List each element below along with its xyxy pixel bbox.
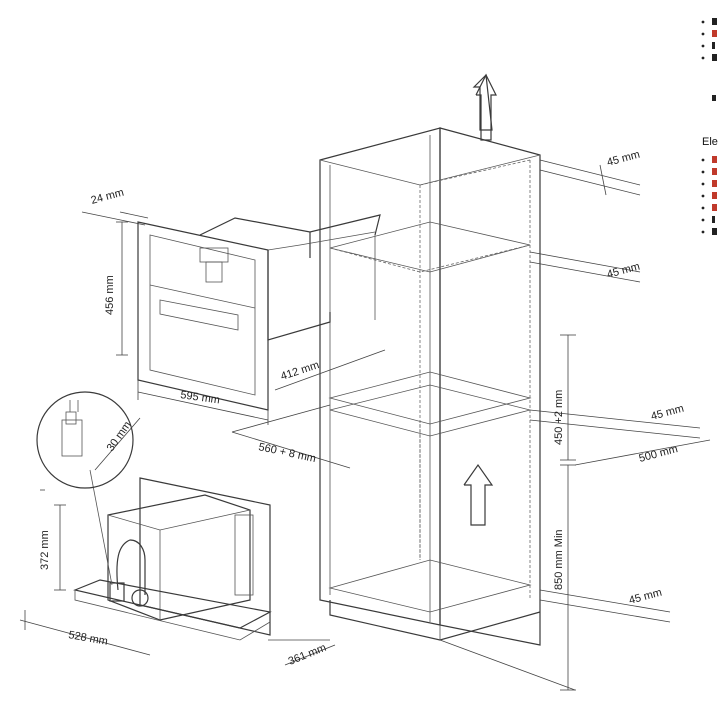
coffee-machine-rear bbox=[72, 469, 272, 641]
dim-label-456: 456 mm bbox=[104, 275, 116, 315]
machine-front-panel bbox=[137, 221, 269, 411]
side-bullets-electrical bbox=[701, 156, 717, 235]
dim-lines-cabinet bbox=[231, 159, 711, 691]
dim-label-850: 850 mm Min bbox=[553, 529, 565, 590]
cabinet-side bbox=[439, 127, 541, 646]
tall-cabinet bbox=[319, 127, 541, 646]
dim-label-24: 24 mm bbox=[90, 187, 126, 207]
dim-lines-machine bbox=[81, 211, 386, 425]
dim-label-372: 372 mm bbox=[39, 530, 51, 570]
side-heading: Ele bbox=[702, 136, 718, 148]
cabinet-front bbox=[319, 127, 441, 626]
side-bullets-top bbox=[701, 18, 717, 101]
dim-label-528: 528 mm bbox=[67, 629, 108, 648]
dim-label-500: 500 mm bbox=[638, 443, 680, 465]
dim-label-45-mid: 45 mm bbox=[650, 403, 686, 423]
plug-detail-callout bbox=[36, 391, 141, 489]
dim-label-30: 30 mm bbox=[105, 419, 134, 453]
dim-lines-rear bbox=[19, 489, 336, 666]
airflow-arrow-top bbox=[472, 73, 497, 141]
dim-label-412: 412 mm bbox=[279, 359, 321, 383]
airflow-arrow-inner bbox=[463, 463, 494, 526]
dim-label-45-bottom: 45 mm bbox=[628, 587, 664, 607]
dim-label-450: 450 +2 mm bbox=[553, 390, 565, 445]
dim-label-560: 560 + 8 mm bbox=[257, 441, 317, 465]
shelf-bottom bbox=[328, 559, 532, 613]
dim-label-595: 595 mm bbox=[180, 389, 221, 406]
dim-label-45-upper: 45 mm bbox=[606, 261, 642, 281]
dim-label-45-top: 45 mm bbox=[606, 149, 642, 169]
coffee-machine-unit bbox=[137, 214, 381, 411]
shelf-middle bbox=[328, 371, 532, 425]
dim-label-361: 361 mm bbox=[287, 642, 328, 668]
